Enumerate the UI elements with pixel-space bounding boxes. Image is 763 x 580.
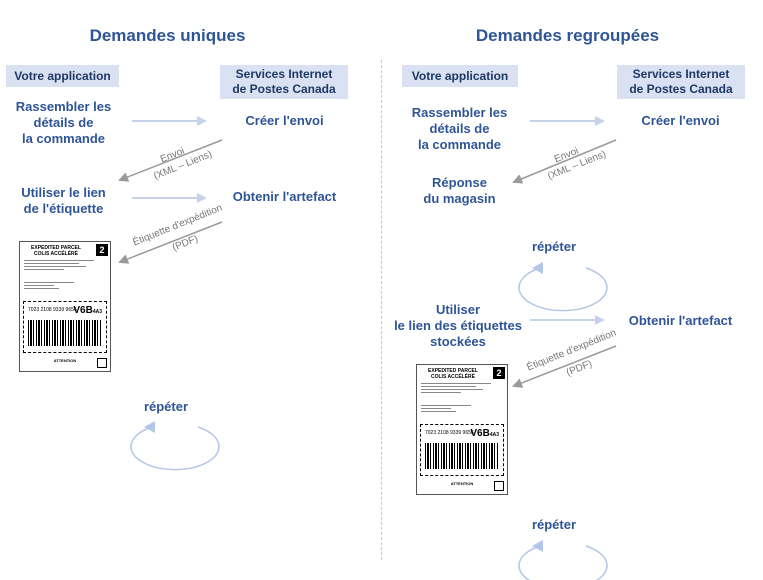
- right-label-title-line1: EXPEDITED PARCEL: [428, 368, 478, 374]
- right-arrow-label: [512, 345, 617, 388]
- left-use-line1: Utiliser le lien: [21, 185, 106, 200]
- right-label-brand: V6B4A3: [470, 428, 499, 439]
- right-service-header: Services Internet de Postes Canada: [617, 65, 745, 99]
- right-label-square: [494, 481, 504, 491]
- right-label-title: EXPEDITED PARCEL COLIS ACCÉLÉRÉ: [423, 368, 483, 380]
- right-service-header-line2: de Postes Canada: [629, 82, 733, 96]
- right-repeat-arc-2: [518, 545, 608, 580]
- right-repeat-arrowhead-2: [532, 540, 543, 552]
- right-app-header: Votre application: [402, 65, 518, 87]
- left-gather-line2: détails de: [33, 115, 94, 130]
- left-label-title-line2: COLIS ACCÉLÉRÉ: [34, 251, 78, 257]
- right-repeat-label-2: répéter: [531, 517, 577, 532]
- right-repeat-arrowhead-1: [532, 262, 543, 274]
- right-label-tracking: 7023 2108 9339 9656: [425, 430, 474, 436]
- right-title: Demandes regroupées: [475, 26, 660, 45]
- right-arrow-envoi: [512, 139, 617, 184]
- right-service-header-line1: Services Internet: [632, 67, 730, 81]
- right-response-line1: Réponse: [432, 175, 487, 190]
- right-label-badge: 2: [493, 367, 505, 379]
- left-get-artifact: Obtenir l'artefact: [232, 189, 337, 204]
- right-create-shipment: Créer l'envoi: [641, 113, 720, 128]
- left-label-title-line1: EXPEDITED PARCEL: [31, 245, 81, 251]
- left-gather-line3: la commande: [21, 131, 106, 146]
- right-label-address-lines: [421, 383, 501, 414]
- left-label-barcode: [28, 320, 102, 346]
- right-label-barcode-box: 7023 2108 9339 9656 V6B4A3: [420, 424, 504, 476]
- right-gather-line1: Rassembler les: [411, 105, 508, 120]
- right-label-brand-main: V6B: [470, 428, 490, 439]
- left-service-header-line1: Services Internet: [235, 67, 333, 81]
- left-use-label-link: Utiliser le lien de l'étiquette: [6, 185, 121, 217]
- left-arrow-label: [118, 221, 223, 264]
- left-title: Demandes uniques: [89, 26, 246, 45]
- right-use-line2: le lien des étiquettes: [394, 318, 522, 333]
- left-gather-line1: Rassembler les: [15, 99, 112, 114]
- left-app-header: Votre application: [6, 65, 119, 87]
- right-label-attention: ATTENTION: [450, 481, 474, 486]
- left-repeat-arc: [130, 426, 220, 471]
- right-store-response: Réponse du magasin: [402, 175, 517, 207]
- left-label-address-lines: [24, 260, 104, 291]
- left-label-square: [97, 358, 107, 368]
- right-use-line1: Utiliser: [435, 302, 481, 317]
- left-use-line2: de l'étiquette: [23, 201, 104, 216]
- left-label-attention: ATTENTION: [53, 358, 77, 363]
- right-get-artifact: Obtenir l'artefact: [628, 313, 733, 328]
- left-label-title: EXPEDITED PARCEL COLIS ACCÉLÉRÉ: [26, 245, 86, 257]
- right-repeat-label-1: répéter: [531, 239, 577, 254]
- left-label-brand-main: V6B: [73, 305, 93, 316]
- left-service-header-line2: de Postes Canada: [232, 82, 336, 96]
- left-label-barcode-box: 7023 2108 9339 9656 V6B4A3: [23, 301, 107, 353]
- right-shipping-label-image: EXPEDITED PARCEL COLIS ACCÉLÉRÉ 2 7023 2…: [416, 364, 508, 495]
- right-use-line3: stockées: [430, 334, 486, 349]
- right-gather-line2: détails de: [429, 121, 490, 136]
- left-label-badge: 2: [96, 244, 108, 256]
- left-shipping-label-image: EXPEDITED PARCEL COLIS ACCÉLÉRÉ 2 7023 2…: [19, 241, 111, 372]
- right-gather-details: Rassembler les détails de la commande: [402, 105, 517, 153]
- left-label-brand: V6B4A3: [73, 305, 102, 316]
- left-label-tracking: 7023 2108 9339 9656: [28, 307, 77, 313]
- section-divider: [381, 60, 382, 560]
- right-label-barcode: [425, 443, 499, 469]
- right-label-brand-suffix: 4A3: [489, 432, 499, 438]
- right-response-line2: du magasin: [423, 191, 496, 206]
- left-repeat-arrowhead: [144, 421, 155, 433]
- left-gather-details: Rassembler les détails de la commande: [6, 99, 121, 147]
- left-arrow-envoi: [118, 139, 223, 182]
- right-gather-line3: la commande: [417, 137, 502, 152]
- left-service-header: Services Internet de Postes Canada: [220, 65, 348, 99]
- left-repeat-label: répéter: [143, 399, 189, 414]
- left-create-shipment: Créer l'envoi: [245, 113, 324, 128]
- left-label-brand-suffix: 4A3: [92, 309, 102, 315]
- right-use-stored-links: Utiliser le lien des étiquettes stockées: [388, 302, 528, 350]
- right-repeat-arc-1: [518, 267, 608, 312]
- right-label-title-line2: COLIS ACCÉLÉRÉ: [431, 374, 475, 380]
